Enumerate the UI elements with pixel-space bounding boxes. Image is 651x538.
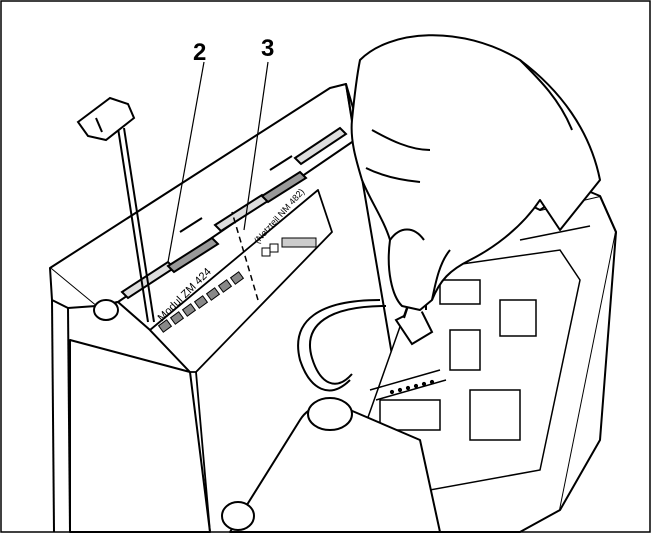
leader-3: [243, 61, 269, 231]
leader-2: [167, 61, 205, 263]
divider-dashed: [231, 211, 259, 301]
key-tool: [76, 96, 155, 323]
slot-4: [260, 170, 308, 204]
back-wall-slots: [120, 126, 348, 300]
slot-2: [166, 236, 220, 274]
callout-leaders: [167, 61, 269, 263]
front-frame: [221, 397, 441, 533]
callout-2: 2: [193, 39, 206, 66]
slot-5: [293, 126, 348, 166]
board-pins: [389, 379, 435, 395]
housing-left-wall: [69, 299, 211, 533]
hand-illustration: [350, 34, 601, 311]
psu-terminals: [261, 237, 317, 257]
connector-block: [157, 271, 245, 333]
callout-3: 3: [261, 35, 274, 62]
module-panel: [149, 189, 333, 533]
